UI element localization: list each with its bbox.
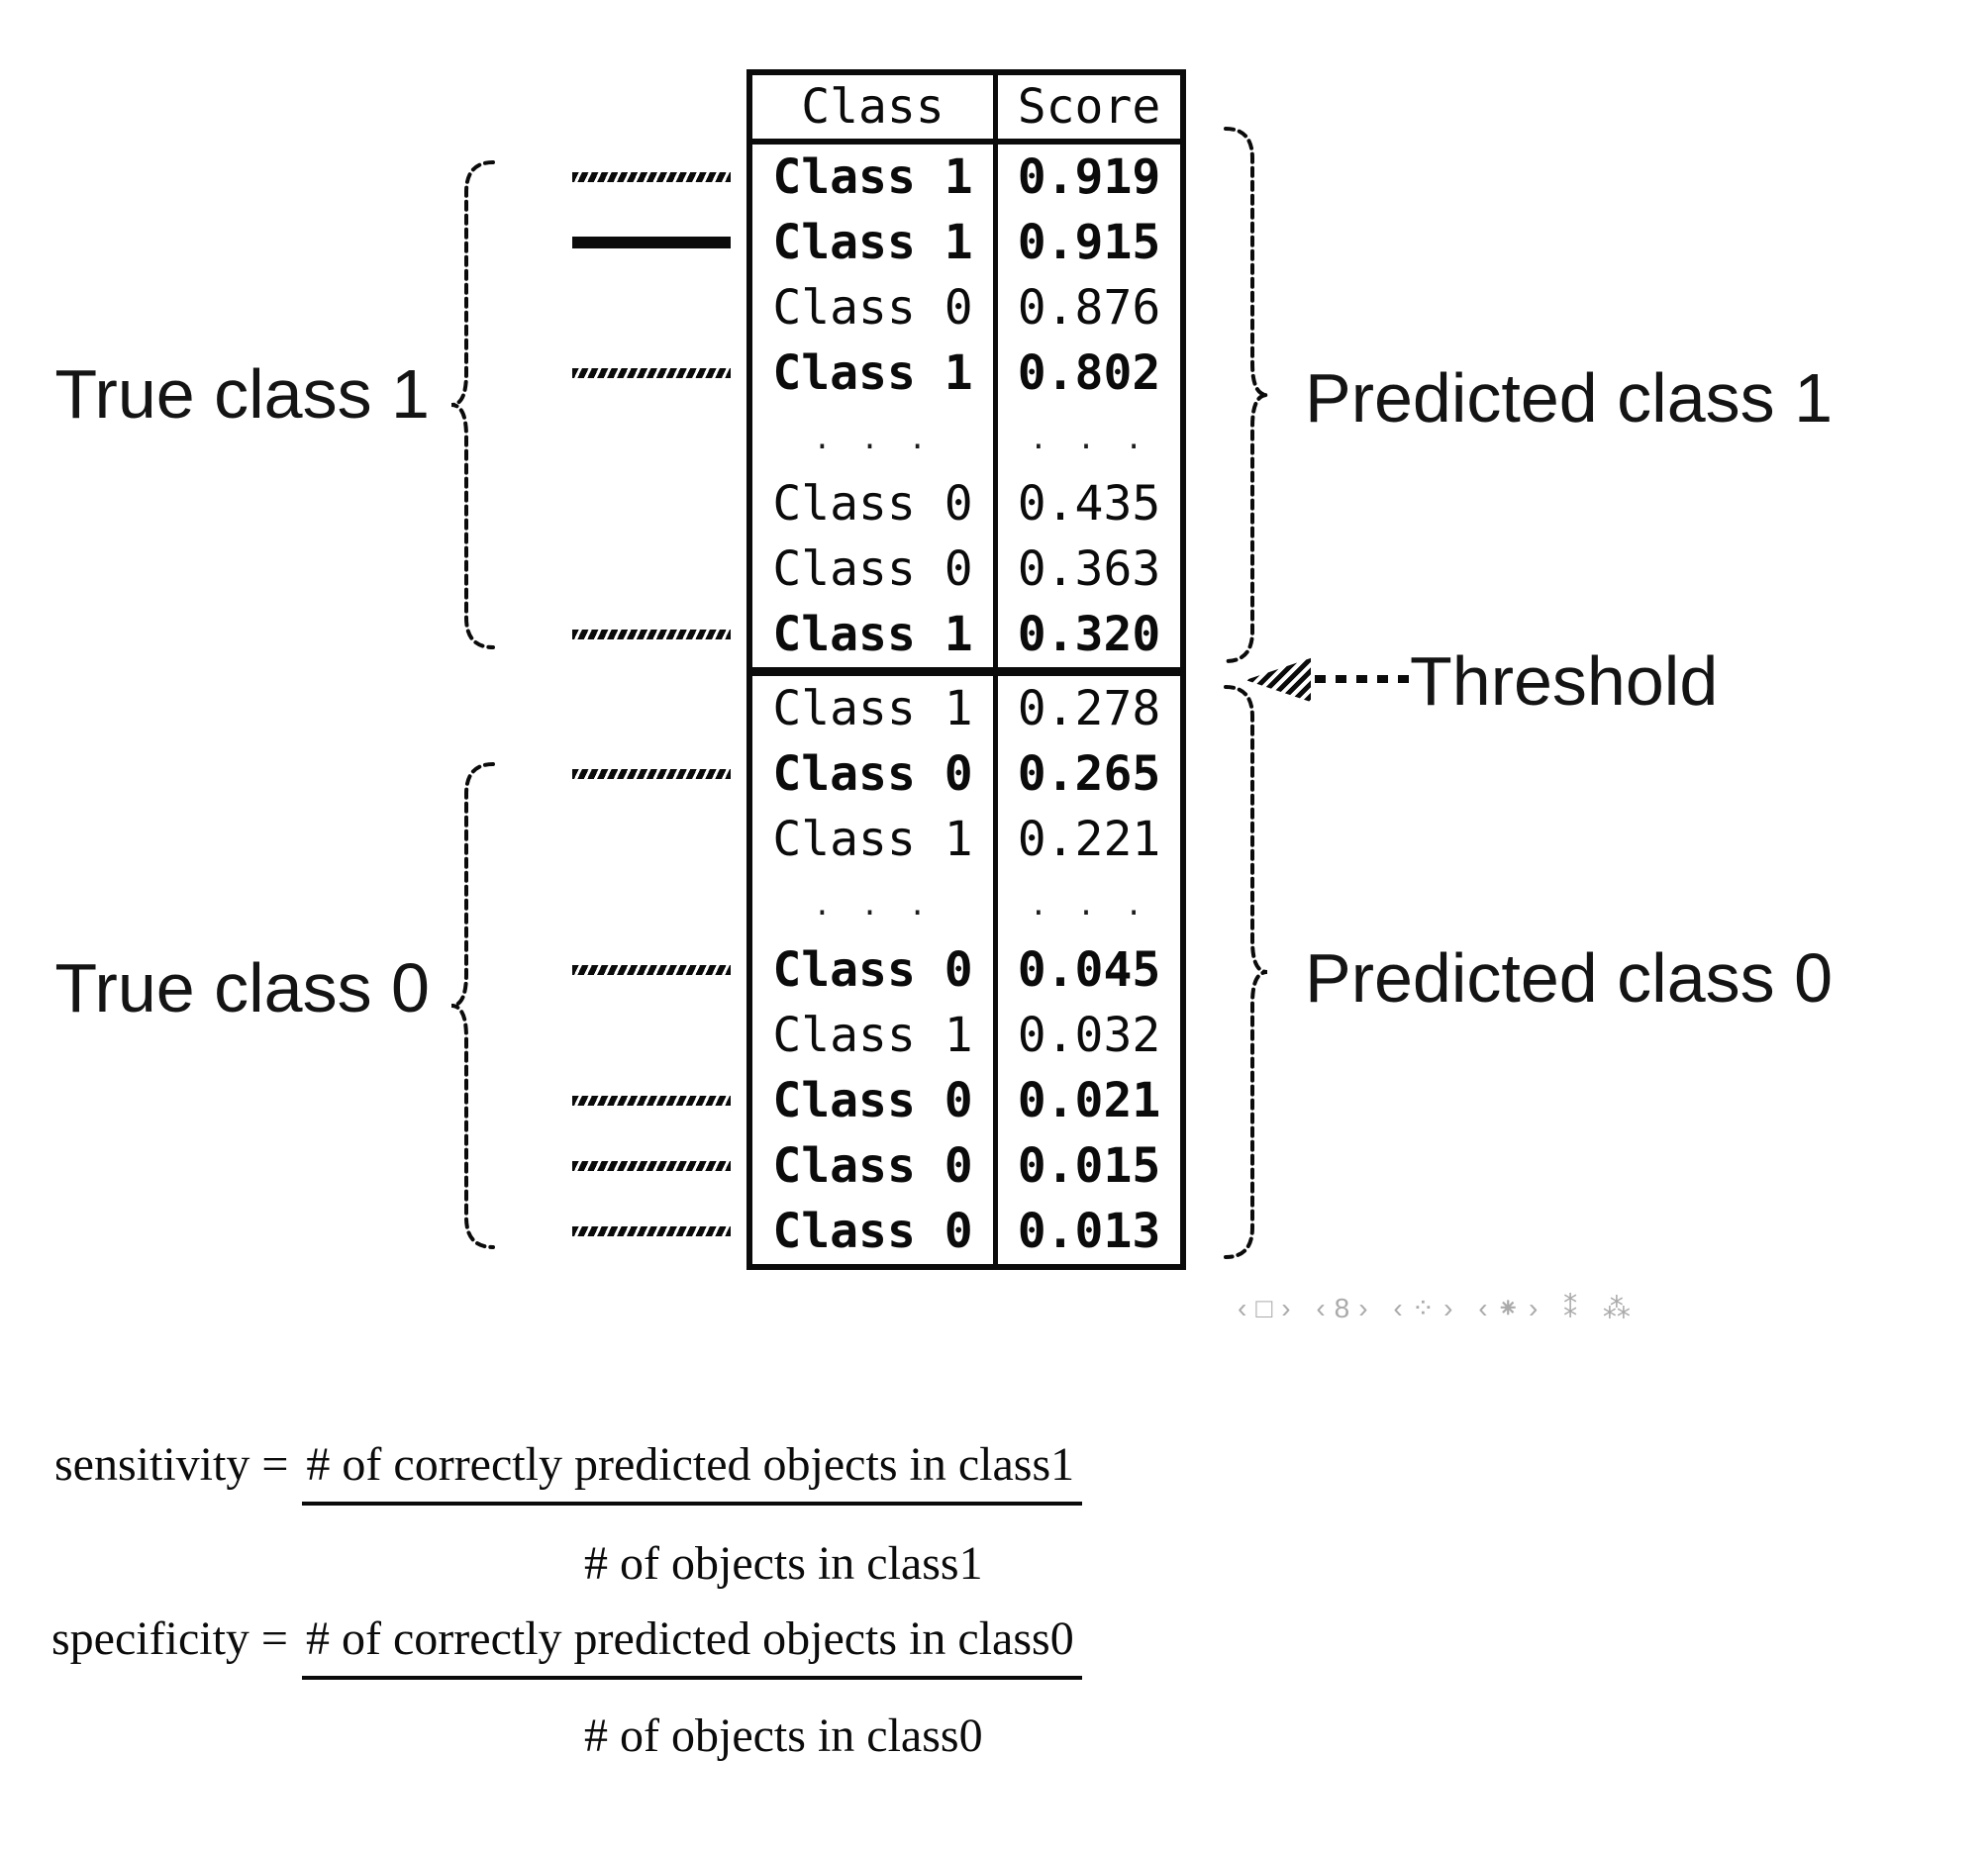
class-cell: Class 1 (752, 341, 998, 406)
pred1-row-6: Class 0 0.435 (752, 471, 1180, 536)
scan-noise: ‹□› ‹8› ‹⁘› ‹⁕› ⁑ ⁂ (1238, 1293, 1640, 1323)
object-tick-2 (572, 237, 731, 248)
specificity-formula: specificity = # of correctly predicted ob… (51, 1611, 1082, 1680)
class-cell: Class 1 (752, 602, 998, 667)
object-tick-8 (572, 1161, 731, 1171)
specificity-numerator: # of correctly predicted objects in clas… (302, 1611, 1082, 1680)
object-tick-5 (572, 769, 731, 779)
pred0-row-3: Class 1 0.221 (752, 807, 1180, 872)
predicted-class-1-label: Predicted class 1 (1305, 359, 1834, 437)
threshold-label: Threshold (1410, 642, 1719, 720)
sensitivity-lhs: sensitivity = (54, 1438, 289, 1491)
pred0-row-1: Class 1 0.278 (752, 676, 1180, 741)
true-class-1-brace (450, 160, 495, 649)
true-class-0-label: True class 0 (54, 949, 430, 1026)
object-tick-6 (572, 965, 731, 975)
pred1-row-5: . . . . . . (752, 406, 1180, 471)
pred1-row-4: Class 1 0.802 (752, 341, 1180, 406)
class-cell: Class 0 (752, 1199, 998, 1264)
true-class-0-brace (450, 762, 495, 1249)
pred1-row-3: Class 0 0.876 (752, 275, 1180, 341)
score-cell: 0.015 (1017, 1138, 1161, 1194)
class-cell: . . . (752, 872, 998, 937)
score-cell: 0.435 (1017, 476, 1161, 532)
class-cell: Class 1 (752, 807, 998, 872)
score-cell: 0.221 (1017, 812, 1161, 867)
true-class-1-label: True class 1 (54, 355, 430, 433)
score-cell: 0.021 (1017, 1073, 1161, 1128)
pred1-row-1: Class 1 0.919 (752, 145, 1180, 210)
pred1-row-7: Class 0 0.363 (752, 536, 1180, 602)
threshold-arrow-line (1315, 675, 1410, 683)
class-cell: Class 0 (752, 471, 998, 536)
score-cell: 0.919 (1017, 149, 1161, 205)
predicted-class-0-label: Predicted class 0 (1305, 939, 1834, 1017)
class-cell: Class 0 (752, 937, 998, 1003)
pred0-row-5: Class 0 0.045 (752, 937, 1180, 1003)
object-tick-9 (572, 1226, 731, 1236)
pred0-row-9: Class 0 0.013 (752, 1199, 1180, 1264)
specificity-denominator: # of objects in class0 (584, 1709, 983, 1762)
class-cell: . . . (752, 406, 998, 471)
pred0-row-8: Class 0 0.015 (752, 1133, 1180, 1199)
class-cell: Class 0 (752, 275, 998, 341)
object-tick-3 (572, 368, 731, 378)
class-cell: Class 1 (752, 210, 998, 275)
object-tick-1 (572, 172, 731, 182)
class-column-header: Class (752, 75, 998, 139)
specificity-lhs: specificity = (51, 1612, 288, 1665)
pred1-row-2: Class 1 0.915 (752, 210, 1180, 275)
object-tick-4 (572, 630, 731, 639)
class-cell: Class 0 (752, 1133, 998, 1199)
score-cell: 0.032 (1017, 1008, 1161, 1063)
score-cell: 0.265 (1017, 746, 1161, 802)
class-cell: Class 1 (752, 145, 998, 210)
class-cell: Class 0 (752, 741, 998, 807)
pred0-row-2: Class 0 0.265 (752, 741, 1180, 807)
class-cell: Class 1 (752, 1003, 998, 1068)
score-column-header: Score (1017, 79, 1161, 135)
score-cell: 0.320 (1017, 607, 1161, 662)
sensitivity-formula: sensitivity =# of correctly predicted ob… (54, 1437, 1083, 1506)
table-header-row: Class Score (752, 75, 1180, 145)
score-cell: 0.802 (1017, 345, 1161, 401)
score-cell: 0.045 (1017, 942, 1161, 998)
class-cell: Class 1 (752, 676, 998, 741)
score-cell: 0.013 (1017, 1204, 1161, 1259)
score-cell: 0.278 (1017, 681, 1161, 736)
class-cell: Class 0 (752, 1068, 998, 1133)
sensitivity-numerator: # of correctly predicted objects in clas… (302, 1437, 1083, 1506)
score-cell: 0.876 (1017, 280, 1161, 336)
class-cell: Class 0 (752, 536, 998, 602)
pred0-row-7: Class 0 0.021 (752, 1068, 1180, 1133)
score-cell: . . . (1029, 887, 1149, 923)
score-cell: . . . (1029, 421, 1149, 456)
predicted-class-1-brace (1224, 127, 1268, 663)
pred1-row-8: Class 1 0.320 (752, 602, 1180, 667)
score-cell: 0.363 (1017, 541, 1161, 597)
score-cell: 0.915 (1017, 215, 1161, 270)
predicted-class-0-brace (1224, 685, 1268, 1259)
object-tick-7 (572, 1096, 731, 1106)
sensitivity-denominator: # of objects in class1 (584, 1537, 983, 1590)
pred0-row-4: . . . . . . (752, 872, 1180, 937)
pred0-row-6: Class 1 0.032 (752, 1003, 1180, 1068)
